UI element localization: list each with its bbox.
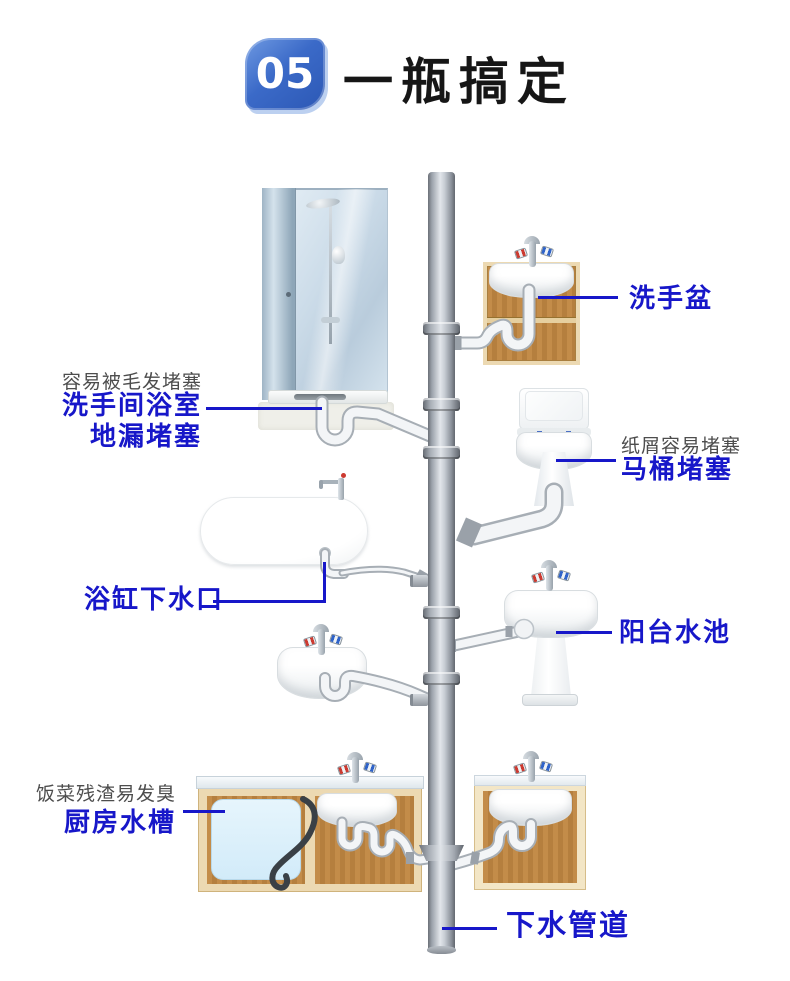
faucet-icon [513,236,555,270]
tub-faucet-tip [319,480,323,489]
pipe-coupling [423,398,460,411]
pedestal-base [522,694,578,706]
kitchen-counter [196,776,424,789]
toilet-note: 纸屑容易堵塞 [621,435,742,457]
toilet-label: 马桶堵塞 [621,455,734,485]
faucet-spout-top [347,752,363,760]
faucet-icon [336,752,378,786]
faucet-spout [318,629,325,655]
shower-door-handle [286,292,291,297]
pipe-coupling [470,851,480,865]
shower-drain-label: 洗手间浴室 地漏堵塞 [0,391,202,453]
faucet-spout [546,565,553,591]
pipe-branch-stub [410,575,428,587]
hand-basin-label: 洗手盆 [629,284,714,314]
connector-balcony [556,631,612,634]
glass-reflection [300,189,387,399]
faucet-spout-top [313,624,329,632]
connector-hand-basin [538,296,618,299]
kitchen-sink-bowl [317,793,397,827]
tub-faucet-arm [320,480,344,484]
toilet-tank-lid [525,391,583,421]
connector-kitchen [183,810,225,813]
shower-rail [329,202,332,344]
shower-drain-label-line2: 地漏堵塞 [89,422,202,452]
pipe-coupling [423,446,460,459]
bathtub-body [200,497,368,565]
connector-bathtub-h [213,600,326,603]
faucet-icon [512,751,554,785]
tub-faucet-body [338,478,344,500]
page-title: 一瓶搞定 [343,53,575,111]
shower-note: 容易被毛发堵塞 [61,371,202,393]
shower-trap-pipe [315,395,437,447]
faucet-icon [530,560,572,594]
faucet-spout [352,757,359,783]
shower-valve [321,317,340,323]
tub-faucet-knob [341,473,346,478]
connector-toilet [556,459,616,462]
drain-pipe-label: 下水管道 [506,908,631,942]
faucet-spout-top [523,751,539,759]
faucet-spout-top [524,236,540,244]
connector-drain-pipe [442,927,497,930]
pipe-coupling [423,606,460,619]
faucet-icon [302,624,344,658]
balcony-sink-label: 阳台水池 [619,618,732,648]
connector-bathtub-v [323,562,326,603]
pipe-branch-stub [410,694,428,706]
bathtub-label: 浴缸下水口 [84,585,225,615]
drain-hook-tool [269,796,318,891]
pedestal-column [530,634,572,698]
faucet-spout [528,756,535,782]
step-number-badge: 05 [245,38,325,110]
faucet-spout-top [541,560,557,568]
shower-drain-label-line1: 洗手间浴室 [61,391,202,421]
pipe-funnel-coupling [419,845,464,861]
pipe-coupling [423,672,460,685]
water-tank [211,799,301,880]
hand-shower-icon [332,246,345,264]
balcony-trap-bulge [513,618,535,640]
drain-pipe-body [428,172,455,950]
kitchen-note: 饭菜残渣易发臭 [35,783,176,805]
faucet-spout [529,241,536,267]
pipe-coupling [423,322,460,335]
kitchen-sink-label: 厨房水槽 [63,808,176,838]
pipe-bottom-cap [427,946,456,954]
connector-shower-drain [206,407,322,410]
